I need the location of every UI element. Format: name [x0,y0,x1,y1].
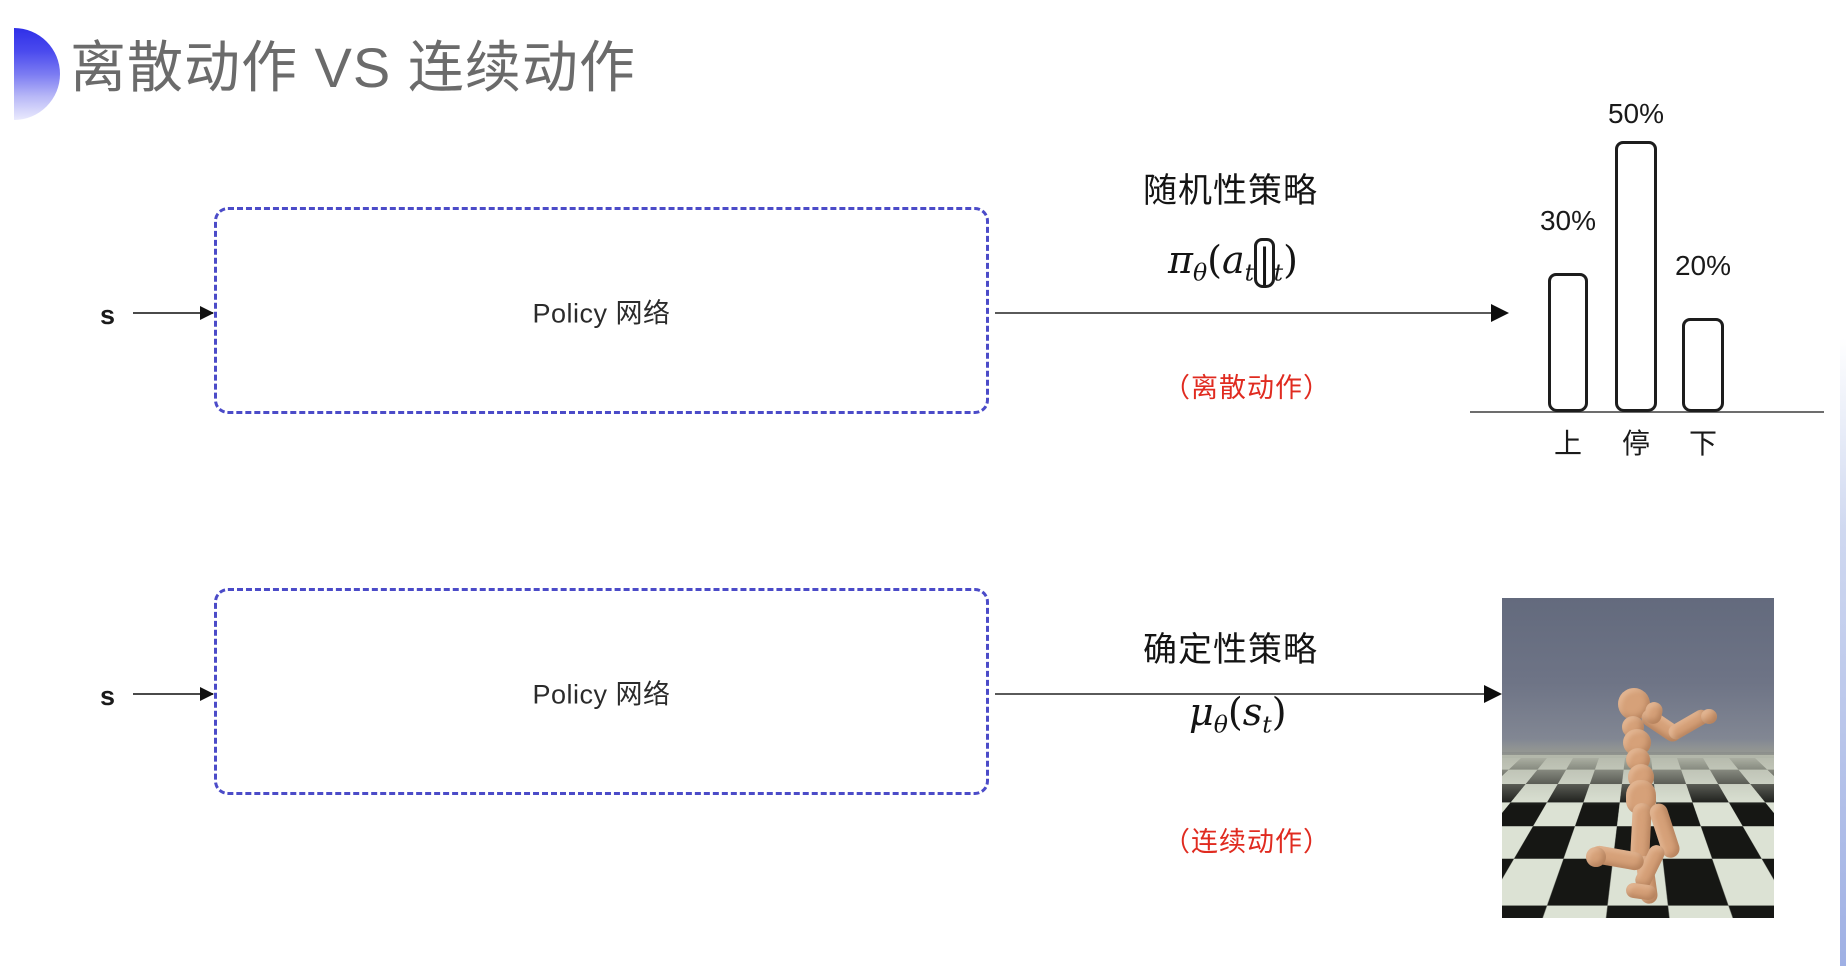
humanoid-heel-rear [1586,847,1606,867]
formula-open-paren: ( [1227,690,1243,734]
formula-close-paren: ) [1283,238,1298,282]
output-arrow-discrete [995,304,1509,322]
bar-value-0: 30% [1539,205,1597,236]
annotation-title-deterministic: 确定性策略 [1143,631,1318,669]
policy-network-box-discrete[interactable]: Policy 网络 [214,207,989,414]
annotation-title-stochastic: 随机性策略 [1143,172,1318,210]
input-state-label-continuous: s [100,681,116,711]
formula-close-paren: ) [1271,690,1287,734]
input-state-label-discrete: s [100,300,116,330]
formula-arg1: a [1222,238,1245,282]
formula-fn: π [1168,238,1193,282]
table-row [1548,273,1588,412]
page-title: 离散动作 VS 连续动作 [70,36,636,99]
formula-arg2-sub: t [1273,258,1284,287]
formula-fn: μ [1189,690,1214,734]
formula-fn-sub: θ [1192,258,1208,287]
title-bullet-icon [14,28,60,120]
annotation-formula-stochastic: πθ(at|st) [1168,238,1298,288]
bar-category-1: 停 [1621,428,1650,459]
page-edge-accent [1840,0,1846,966]
annotation-formula-deterministic: μθ(st) [1189,690,1287,739]
bar-category-2: 下 [1688,428,1717,459]
annotation-note-continuous: （连续动作） [1163,827,1331,857]
table-row [1615,141,1657,412]
bar-category-0: 上 [1553,428,1582,459]
formula-arg1: s [1242,690,1263,734]
bar-value-2: 20% [1674,250,1732,281]
policy-network-box-continuous[interactable]: Policy 网络 [214,588,989,795]
input-arrow-discrete [133,306,214,320]
policy-network-label-continuous: Policy 网络 [532,679,671,709]
policy-network-label-discrete: Policy 网络 [532,298,671,328]
humanoid-hand [1701,709,1717,724]
formula-arg1-sub: t [1244,258,1255,287]
bar-value-1: 50% [1607,98,1665,129]
discrete-action-bar-chart: 30% 上 50% 停 20% 下 [1470,98,1830,459]
humanoid-simulation-image [1502,598,1774,918]
formula-fn-sub: θ [1213,710,1228,739]
chart-axis-line [1470,411,1824,413]
input-arrow-continuous [133,687,214,701]
table-row [1682,318,1724,412]
annotation-note-discrete: （离散动作） [1163,373,1331,403]
formula-arg1-sub: t [1262,710,1272,739]
formula-bar: | [1254,238,1275,288]
formula-open-paren: ( [1207,238,1222,282]
output-arrow-continuous [995,685,1502,703]
